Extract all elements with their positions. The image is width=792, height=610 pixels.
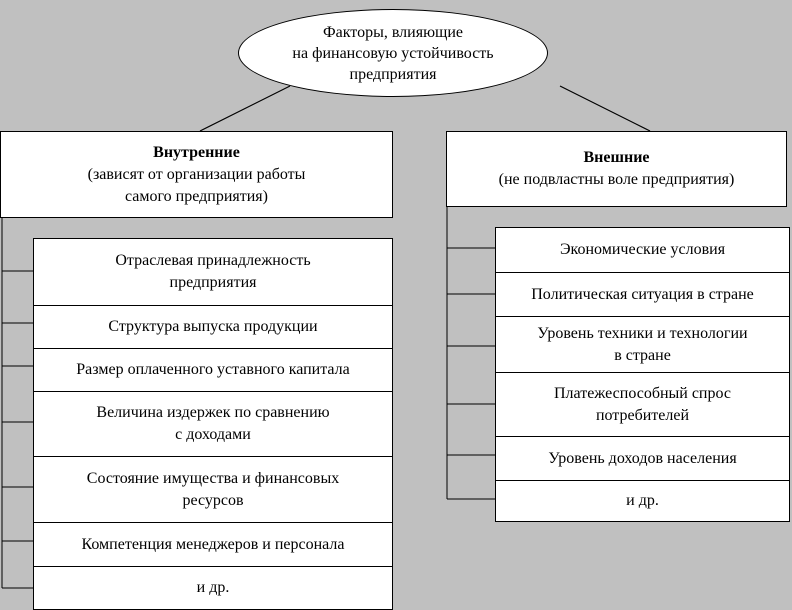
internal-factor-5-line-2: ресурсов [182, 491, 244, 509]
connector-root-internal [199, 85, 291, 132]
internal-factor-1-line-1: Отраслевая принадлежность [115, 252, 311, 269]
external-factor-4-line-1: Платежеспособный спрос [553, 384, 731, 402]
internal-factor-2-line-1: Структура выпуска продукции [108, 318, 318, 335]
internal-subtitle-2: самого предприятия) [124, 187, 268, 205]
external-header: Внешние (не подвластны воле предприятия) [446, 131, 787, 207]
root-line-1: Факторы, влияющие [322, 23, 464, 41]
root-node: Факторы, влияющие на финансовую устойчив… [238, 9, 548, 97]
external-factor-1-line-1: Экономические условия [559, 241, 726, 258]
internal-factor-6-line-1: Компетенция менеджеров и персонала [81, 535, 345, 553]
external-factor-2-line-1: Политическая ситуация в стране [531, 285, 754, 303]
root-line-2: на финансовую устойчивость [292, 44, 494, 62]
external-factor-6-line-1: и др. [626, 492, 659, 509]
internal-factor-1-line-2: предприятия [169, 274, 257, 291]
internal-factor-5: Состояние имущества и финансовых ресурсо… [34, 456, 392, 522]
external-subtitle-1: (не подвластны воле предприятия) [498, 171, 735, 188]
internal-factor-2: Структура выпуска продукции [34, 305, 392, 348]
internal-factor-4: Величина издержек по сравнению с доходам… [34, 391, 392, 456]
root-line-3: предприятия [349, 65, 437, 83]
external-factor-5: Уровень доходов населения [496, 436, 789, 480]
internal-factor-5-line-1: Состояние имущества и финансовых [86, 469, 340, 487]
external-factor-5-line-1: Уровень доходов населения [548, 449, 737, 467]
internal-factor-4-line-2: с доходами [175, 426, 251, 443]
external-factor-list: Экономические условия Политическая ситуа… [495, 227, 790, 522]
external-factor-3-line-1: Уровень техники и технологии [537, 324, 748, 342]
external-factor-3-line-2: в стране [614, 346, 671, 364]
internal-factor-7-line-1: и др. [196, 579, 230, 596]
internal-subtitle-1: (зависят от организации работы [87, 165, 306, 183]
connector-root-external [559, 85, 651, 132]
internal-factor-list: Отраслевая принадлежность предприятия Ст… [33, 238, 393, 610]
external-factor-2: Политическая ситуация в стране [496, 272, 789, 316]
internal-header: Внутренние (зависят от организации работ… [0, 131, 393, 218]
internal-factor-1: Отраслевая принадлежность предприятия [34, 239, 392, 305]
external-factor-1: Экономические условия [496, 228, 789, 272]
internal-title: Внутренние [153, 143, 240, 161]
external-factor-6: и др. [496, 480, 789, 521]
internal-factor-6: Компетенция менеджеров и персонала [34, 522, 392, 566]
internal-factor-7: и др. [34, 566, 392, 609]
external-title: Внешние [583, 149, 650, 166]
internal-factor-3-line-1: Размер оплаченного уставного капитала [76, 361, 350, 378]
external-factor-3: Уровень техники и технологии в стране [496, 316, 789, 372]
external-factor-4: Платежеспособный спрос потребителей [496, 372, 789, 436]
internal-factor-4-line-1: Величина издержек по сравнению [96, 404, 330, 421]
external-factor-4-line-2: потребителей [595, 406, 690, 424]
internal-factor-3: Размер оплаченного уставного капитала [34, 348, 392, 391]
